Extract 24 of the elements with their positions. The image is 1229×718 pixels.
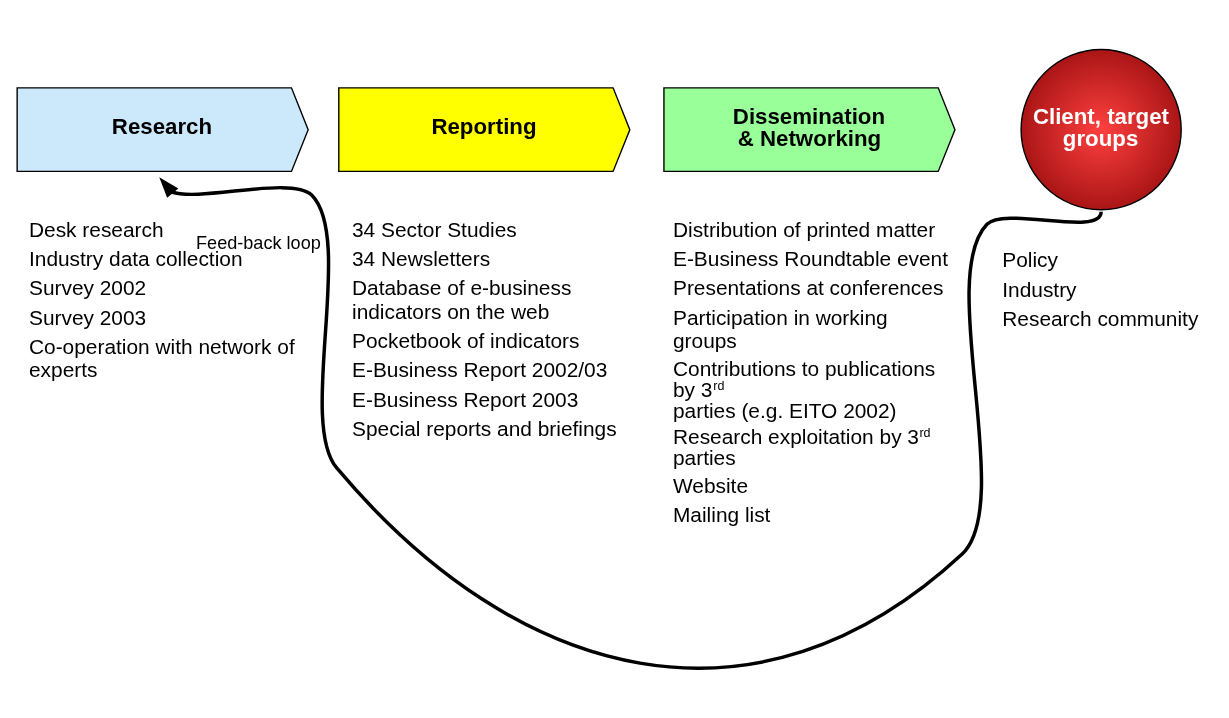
node-label: E-Business Report 2003	[352, 387, 579, 411]
node-label: Distribution of printed matter	[672, 217, 936, 241]
node-circle: Client, target groups	[1020, 48, 1182, 211]
node-label: Survey 2002	[28, 276, 147, 300]
node-label: 34 Sector Studies	[352, 217, 517, 241]
node-label: Presentations at conferences	[672, 276, 944, 300]
node-label: Policy	[1002, 248, 1058, 272]
node-label: Pocketbook of indicators	[352, 329, 580, 353]
node-label: Research community	[1002, 306, 1199, 330]
node-label: Survey 2003	[28, 305, 147, 329]
node-label: Participation in working groups	[672, 305, 888, 353]
node-label: Special reports and briefings	[352, 416, 617, 440]
node-label: Website	[672, 474, 749, 498]
node-label: E-Business Roundtable event	[672, 247, 949, 271]
node-label: Industry	[1002, 277, 1077, 301]
node-label: Research exploitation by 3$^{rd}$ parties	[672, 425, 931, 470]
node-label: Database of e-business indicators on the web	[352, 276, 572, 323]
node-label: Mailing list	[672, 503, 771, 527]
node-label: Co-operation with network of experts	[28, 334, 295, 382]
node-label: Desk research	[28, 217, 164, 241]
arrow	[159, 177, 1103, 670]
node-label: Contributions to publications by 3$^{rd}$ parties (e.g. EITO 2002)	[672, 357, 936, 422]
node-label: E-Business Report 2002/03	[352, 358, 608, 382]
node-label: 34 Newsletters	[352, 247, 491, 271]
